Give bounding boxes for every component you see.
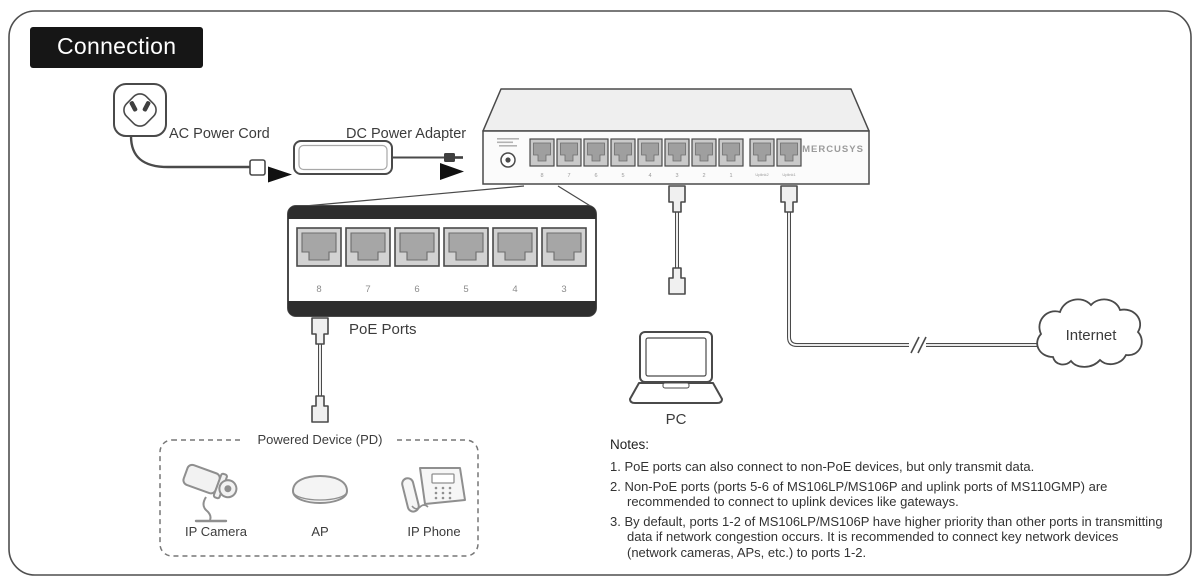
switch-port bbox=[529, 138, 555, 167]
poe-port bbox=[394, 227, 440, 267]
cable-break-icon bbox=[909, 336, 927, 354]
poe-ports-label: PoE Ports bbox=[349, 321, 417, 338]
poe-panel-top-band bbox=[288, 206, 596, 219]
note-item: 3. By default, ports 1-2 of MS106LP/MS10… bbox=[610, 513, 1163, 560]
ac-plug-icon bbox=[113, 83, 167, 137]
zoom-callout-line bbox=[557, 185, 593, 208]
switch-port bbox=[610, 138, 636, 167]
zoom-callout-line bbox=[293, 185, 525, 208]
ethernet-cable-uplink bbox=[780, 185, 1046, 354]
svg-text:3: 3 bbox=[675, 173, 678, 179]
switch-brand-logo: MERCUSYS bbox=[802, 144, 864, 155]
ip-phone-icon bbox=[401, 467, 466, 513]
poe-panel: 8 7 6 5 4 3 bbox=[287, 205, 597, 317]
switch-uplink-port bbox=[749, 138, 775, 167]
note-item: 1. PoE ports can also connect to non-PoE… bbox=[610, 459, 1035, 474]
notes-heading: Notes: bbox=[610, 437, 650, 452]
ac-power-cord-line bbox=[129, 135, 250, 169]
internet-cloud-icon bbox=[1036, 298, 1143, 368]
laptop-icon bbox=[629, 331, 723, 404]
poe-port bbox=[345, 227, 391, 267]
powered-device-label: Powered Device (PD) bbox=[244, 431, 396, 448]
poe-port bbox=[443, 227, 489, 267]
svg-text:6: 6 bbox=[414, 284, 419, 295]
ap-icon bbox=[292, 475, 348, 504]
ethernet-cable-pc bbox=[668, 185, 686, 295]
svg-text:8: 8 bbox=[540, 173, 543, 179]
ip-camera-label: IP Camera bbox=[185, 524, 247, 539]
switch-port bbox=[556, 138, 582, 167]
svg-text:2: 2 bbox=[702, 173, 705, 179]
svg-text:Uplink1: Uplink1 bbox=[782, 172, 796, 177]
svg-text:5: 5 bbox=[621, 173, 624, 179]
svg-text:Uplink2: Uplink2 bbox=[755, 172, 769, 177]
ethernet-cable-pd bbox=[311, 317, 329, 423]
switch-port-labels: 8 7 6 5 4 3 2 1 Uplink2 Uplink1 bbox=[540, 172, 796, 179]
pc-label: PC bbox=[665, 411, 687, 428]
svg-text:7: 7 bbox=[365, 284, 370, 295]
arrow-right-icon bbox=[268, 166, 292, 183]
arrow-right-icon bbox=[440, 163, 464, 180]
switch-power-print bbox=[497, 138, 519, 147]
switch-port bbox=[718, 138, 744, 167]
ap-label: AP bbox=[311, 524, 329, 539]
power-adapter-icon bbox=[293, 140, 393, 175]
dc-plug-icon bbox=[444, 153, 463, 162]
svg-text:5: 5 bbox=[463, 284, 468, 295]
ip-camera-icon bbox=[182, 463, 238, 523]
note-item: 2. Non-PoE ports (ports 5-6 of MS106LP/M… bbox=[610, 478, 1108, 510]
switch-port bbox=[583, 138, 609, 167]
notes-section: Notes: 1. PoE ports can also connect to … bbox=[610, 437, 1166, 565]
poe-panel-bottom-band bbox=[288, 301, 596, 316]
poe-port bbox=[296, 227, 342, 267]
svg-text:3: 3 bbox=[561, 284, 566, 295]
svg-text:1: 1 bbox=[729, 173, 732, 179]
switch-port bbox=[664, 138, 690, 167]
switch-illustration: 8 7 6 5 4 3 2 1 Uplink2 Uplink1 MERCUSYS bbox=[482, 88, 870, 185]
svg-text:4: 4 bbox=[648, 173, 651, 179]
internet-label: Internet bbox=[1065, 327, 1117, 344]
switch-top-face bbox=[482, 88, 870, 132]
page-title: Connection bbox=[30, 27, 204, 68]
switch-ports bbox=[529, 138, 802, 167]
ip-phone-label: IP Phone bbox=[407, 524, 461, 539]
switch-uplink-port bbox=[776, 138, 802, 167]
switch-power-inlet bbox=[500, 152, 516, 168]
poe-port bbox=[492, 227, 538, 267]
switch-port bbox=[637, 138, 663, 167]
svg-text:4: 4 bbox=[512, 284, 517, 295]
svg-text:8: 8 bbox=[316, 284, 321, 295]
svg-text:6: 6 bbox=[594, 173, 597, 179]
switch-port bbox=[691, 138, 717, 167]
poe-port bbox=[541, 227, 587, 267]
ac-cord-connector bbox=[249, 159, 266, 176]
dc-power-adapter-label: DC Power Adapter bbox=[346, 126, 467, 142]
svg-text:7: 7 bbox=[567, 173, 570, 179]
ac-power-cord-label: AC Power Cord bbox=[169, 126, 270, 142]
poe-port-numbers: 8 7 6 5 4 3 bbox=[316, 284, 566, 295]
